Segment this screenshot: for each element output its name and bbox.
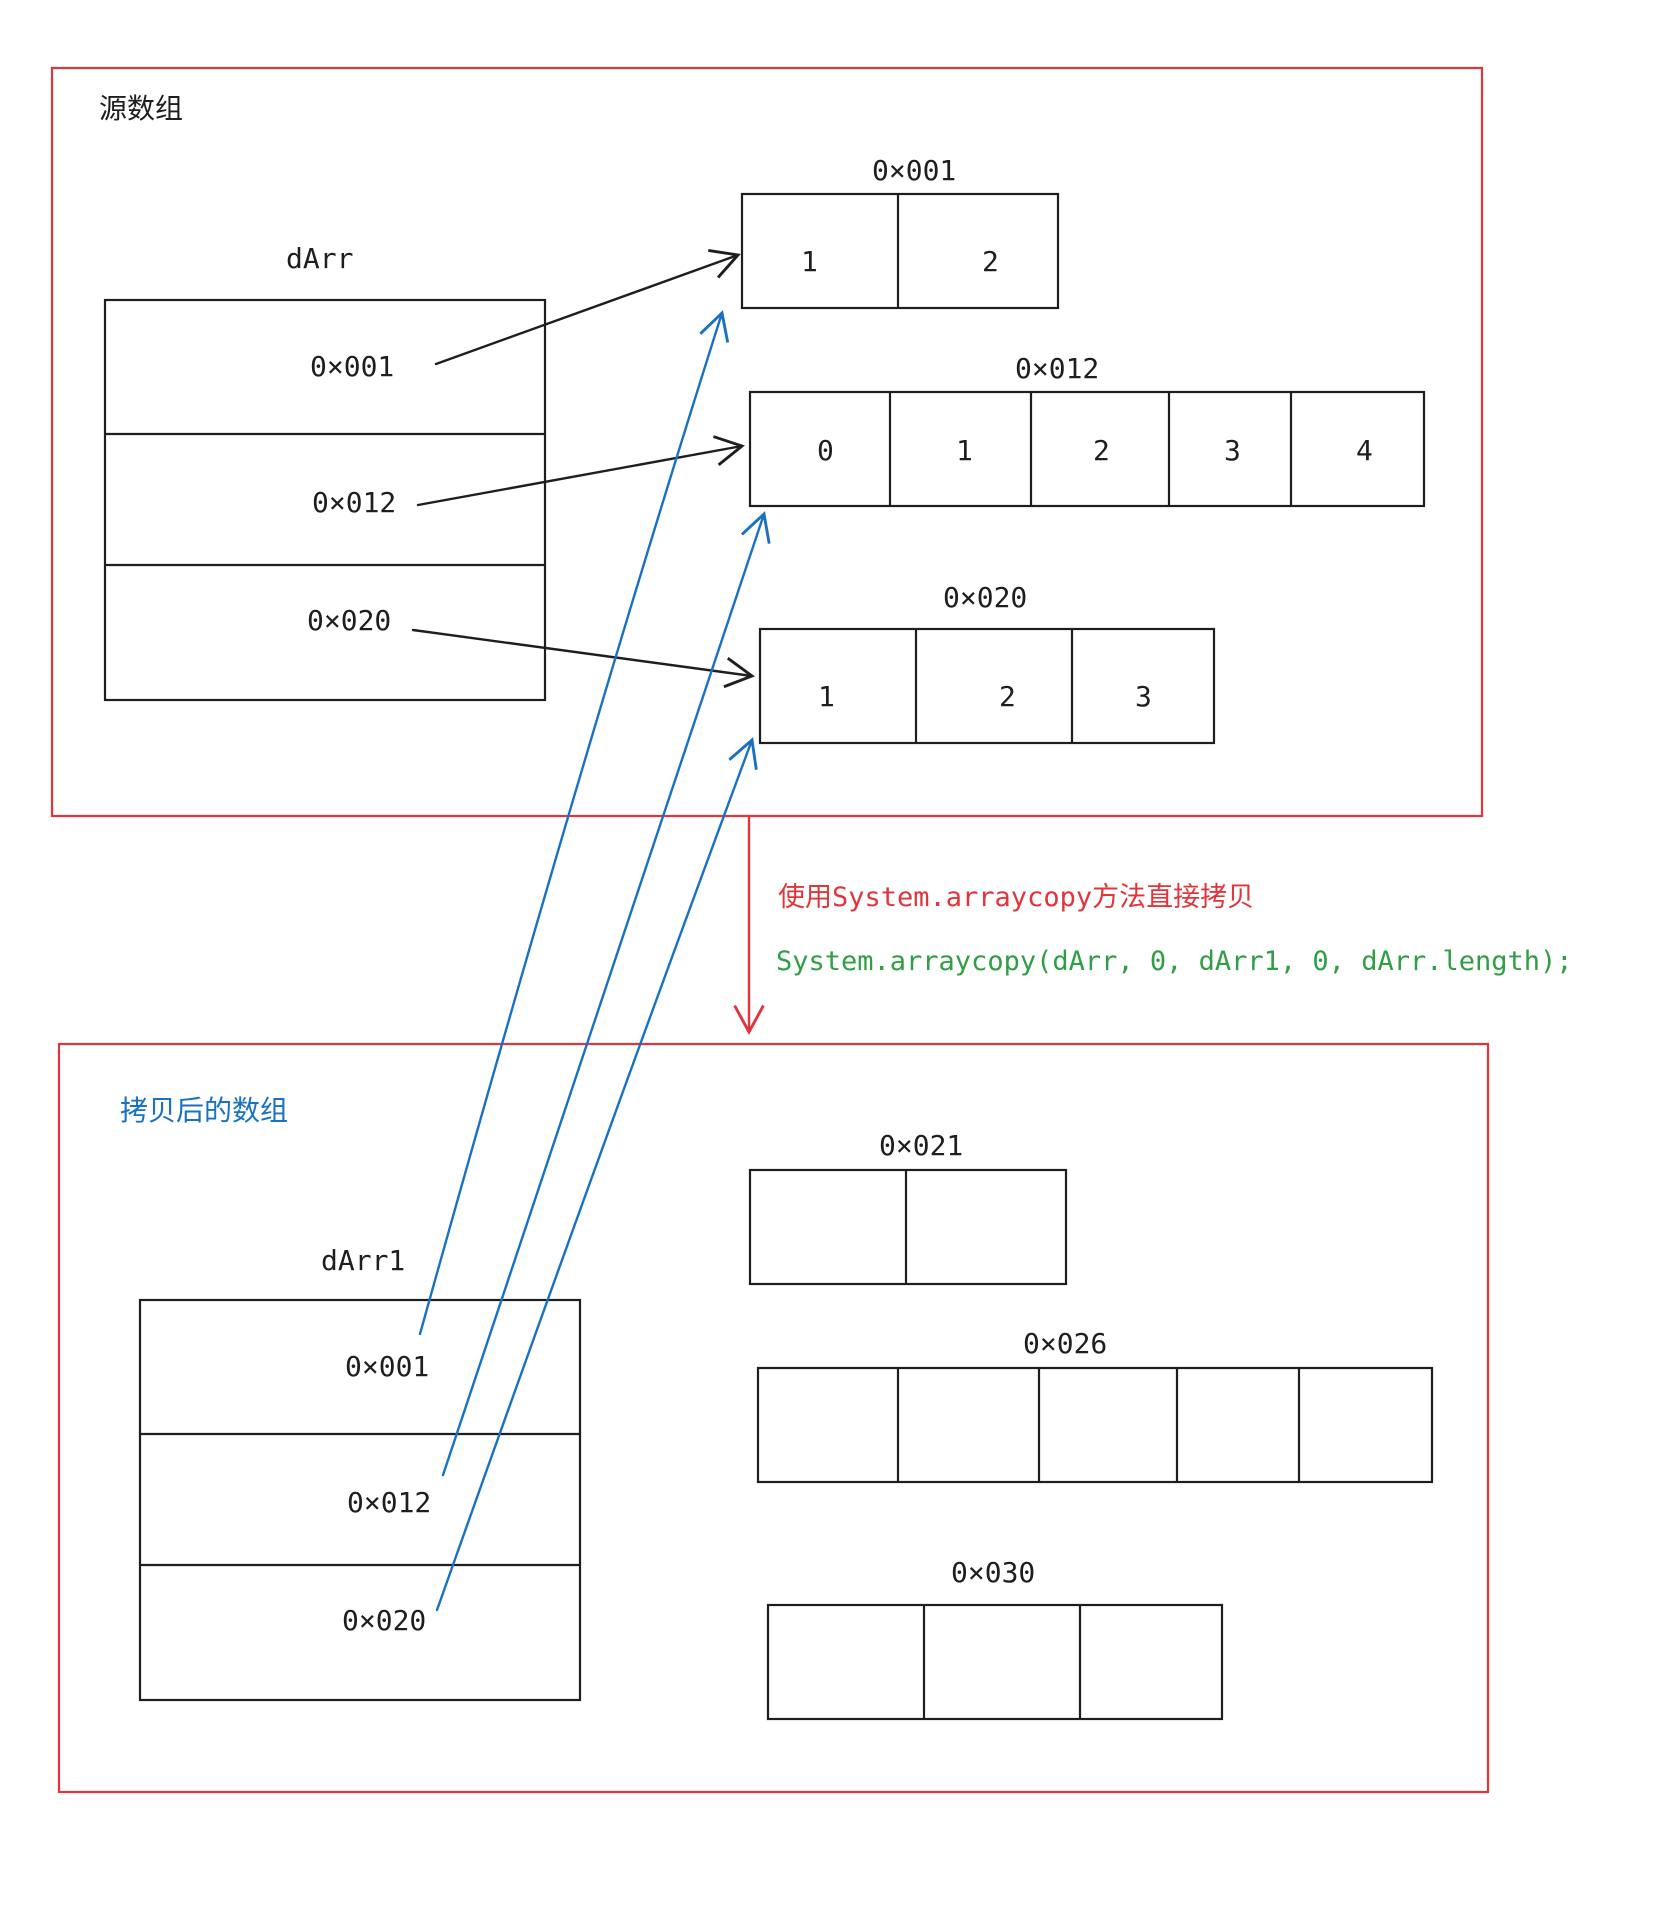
array-border [748,390,1426,508]
source-ref-cell: 0×012 [312,486,396,519]
source-array-0x001: 1 2 [740,192,1060,310]
array-cell-value: 2 [1093,434,1110,467]
shallow-copy-arrow [441,511,771,1477]
copy-ref-cell: 0×001 [345,1350,429,1383]
copy-frame [57,1042,1490,1794]
array-cell-value: 0 [817,434,834,467]
array-border [756,1366,1434,1484]
copy-note-method: System.arraycopy [832,882,1092,913]
array-cell-value: 4 [1356,434,1373,467]
source-ref-table-border [103,298,547,702]
array-cell-value: 2 [982,245,999,278]
copy-note: 使用System.arraycopy方法直接拷贝 [778,882,1254,913]
copy-ref-cell: 0×012 [347,1486,431,1519]
copy-ref-table-border [138,1298,582,1702]
copy-ref-cell: 0×020 [342,1604,426,1637]
array-cell-value: 2 [999,680,1016,713]
copy-title: 拷贝后的数组 [120,1094,288,1127]
reference-arrow [416,435,745,507]
array-cell-value: 1 [818,680,835,713]
copy-array-address: 0×026 [1023,1327,1107,1360]
source-frame [50,66,1484,818]
shallow-copy-arrow [418,310,730,1336]
copy-array-0x030 [766,1603,1224,1721]
source-array-0x012: 0 1 2 3 4 [748,390,1426,508]
array-cell-value: 3 [1135,680,1152,713]
reference-arrow [434,248,741,366]
source-ref-cell: 0×020 [307,604,391,637]
copy-array-address: 0×021 [879,1129,963,1162]
copy-array-0x021 [748,1168,1068,1286]
copy-note-suffix: 方法直接拷贝 [1092,882,1254,913]
array-border [748,1168,1068,1286]
shallow-copy-arrow [435,737,758,1612]
source-ref-cell: 0×001 [310,350,394,383]
source-var-name: dArr [286,242,353,275]
array-border [766,1603,1224,1721]
copy-var-name: dArr1 [321,1244,405,1277]
copy-note-prefix: 使用 [778,882,832,913]
array-border [758,627,1216,745]
copy-array-address: 0×030 [951,1556,1035,1589]
source-title: 源数组 [99,92,183,125]
source-array-address: 0×001 [872,154,956,187]
copy-ref-table: 0×001 0×012 0×020 [138,1298,582,1702]
array-cell-value: 1 [956,434,973,467]
array-cell-value: 3 [1224,434,1241,467]
source-ref-table: 0×001 0×012 0×020 [103,298,547,702]
reference-arrow [411,628,755,689]
source-array-address: 0×012 [1015,352,1099,385]
source-array-0x020: 1 2 3 [758,627,1216,745]
source-array-address: 0×020 [943,581,1027,614]
array-border [740,192,1060,310]
array-cell-value: 1 [801,245,818,278]
copy-array-0x026 [756,1366,1434,1484]
copy-code-line: System.arraycopy(dArr, 0, dArr1, 0, dArr… [776,946,1573,977]
